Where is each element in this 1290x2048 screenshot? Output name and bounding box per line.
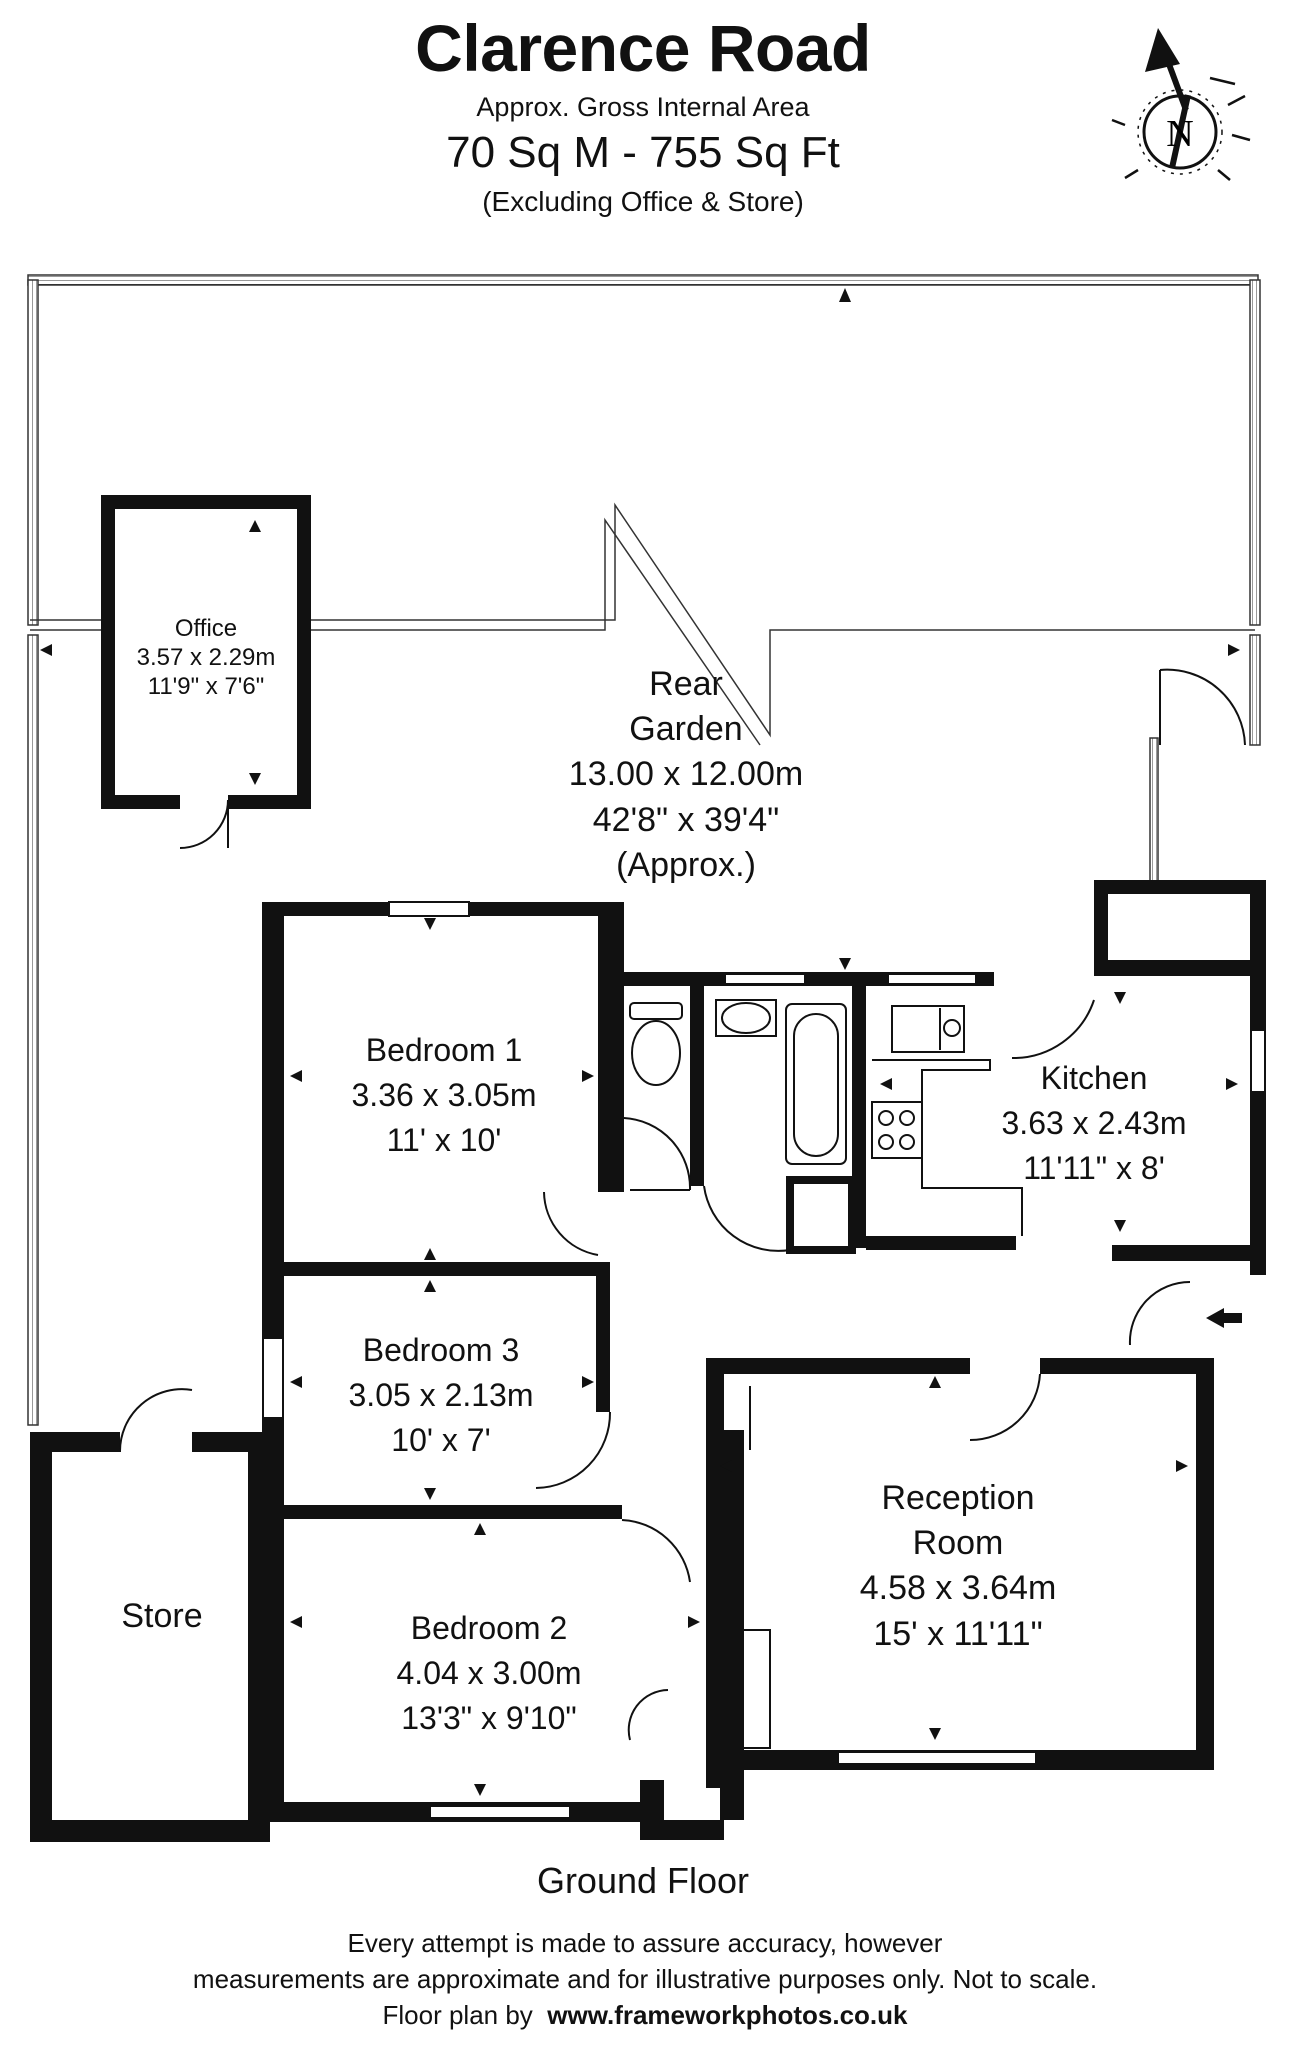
kitchen-metric: 3.63 x 2.43m — [1001, 1104, 1187, 1141]
garden-metric: 13.00 x 12.00m — [568, 755, 804, 794]
bedroom2-name: Bedroom 2 — [410, 1610, 568, 1646]
reception-metric: 4.58 x 3.64m — [859, 1569, 1057, 1608]
house-walls — [30, 880, 1266, 1842]
garden-fence — [27, 274, 1261, 1426]
office-walls — [101, 495, 311, 849]
door-swings — [118, 999, 1191, 1741]
office-imperial: 11'9" x 7'6" — [147, 672, 265, 700]
bedroom2-metric: 4.04 x 3.00m — [396, 1654, 582, 1691]
gross-area: 70 Sq M - 755 Sq Ft — [446, 128, 840, 177]
disclaimer-line1: Every attempt is made to assure accuracy… — [347, 1928, 943, 1958]
bedroom3-name: Bedroom 3 — [362, 1332, 520, 1368]
garden-approx-note: (Approx.) — [616, 845, 756, 884]
disclaimer-footer: Every attempt is made to assure accuracy… — [0, 1926, 1290, 2034]
dimension-arrows — [40, 288, 1242, 1796]
kitchen-name: Kitchen — [1040, 1060, 1148, 1096]
page-title: Clarence Road — [415, 11, 871, 85]
garden-name-line2: Garden — [629, 710, 743, 749]
bedroom1-imperial: 11' x 10' — [386, 1121, 502, 1158]
credit-label: Floor plan by — [382, 1999, 533, 2030]
store-name: Store — [121, 1597, 203, 1635]
bedroom1-name: Bedroom 1 — [365, 1032, 523, 1068]
bedroom1-metric: 3.36 x 3.05m — [351, 1076, 537, 1113]
compass-letter: N — [1166, 113, 1193, 155]
area-exclusion-note: (Excluding Office & Store) — [482, 186, 804, 217]
room-label-reception: Reception Room 4.58 x 3.64m 15' x 11'11" — [860, 1476, 1057, 1657]
bedroom3-imperial: 10' x 7' — [391, 1421, 491, 1458]
garden-name-line1: Rear — [649, 665, 723, 703]
fixtures — [629, 999, 1023, 1749]
disclaimer-line2: measurements are approximate and for ill… — [192, 1963, 1098, 1994]
room-label-store: Store — [121, 1596, 202, 1637]
credit-link[interactable]: www.frameworkphotos.co.uk — [547, 1999, 908, 2030]
room-label-bedroom2: Bedroom 2 4.04 x 3.00m 13'3" x 9'10" — [397, 1606, 582, 1740]
garden-imperial: 42'8" x 39'4" — [592, 800, 780, 839]
room-label-kitchen: Kitchen 3.63 x 2.43m 11'11" x 8' — [1002, 1056, 1187, 1190]
office-metric: 3.57 x 2.29m — [136, 643, 276, 671]
kitchen-imperial: 11'11" x 8' — [1023, 1149, 1165, 1186]
room-label-bedroom3: Bedroom 3 3.05 x 2.13m 10' x 7' — [349, 1328, 534, 1462]
area-subtitle: Approx. Gross Internal Area — [476, 92, 810, 122]
floor-label: Ground Floor — [536, 1860, 750, 1901]
room-label-bedroom1: Bedroom 1 3.36 x 3.05m 11' x 10' — [352, 1028, 537, 1162]
credit-line: Floor plan by www.frameworkphotos.co.uk — [0, 1998, 1290, 2034]
reception-imperial: 15' x 11'11" — [873, 1614, 1043, 1653]
reception-name-line1: Reception — [881, 1479, 1035, 1517]
reception-name-line2: Room — [912, 1524, 1004, 1563]
room-label-garden: Rear Garden 13.00 x 12.00m 42'8" x 39'4"… — [569, 662, 803, 888]
north-compass-icon — [1111, 28, 1251, 181]
bedroom2-imperial: 13'3" x 9'10" — [401, 1699, 577, 1736]
bedroom3-metric: 3.05 x 2.13m — [348, 1376, 534, 1413]
room-label-office: Office 3.57 x 2.29m 11'9" x 7'6" — [137, 615, 276, 701]
office-name: Office — [174, 615, 238, 642]
